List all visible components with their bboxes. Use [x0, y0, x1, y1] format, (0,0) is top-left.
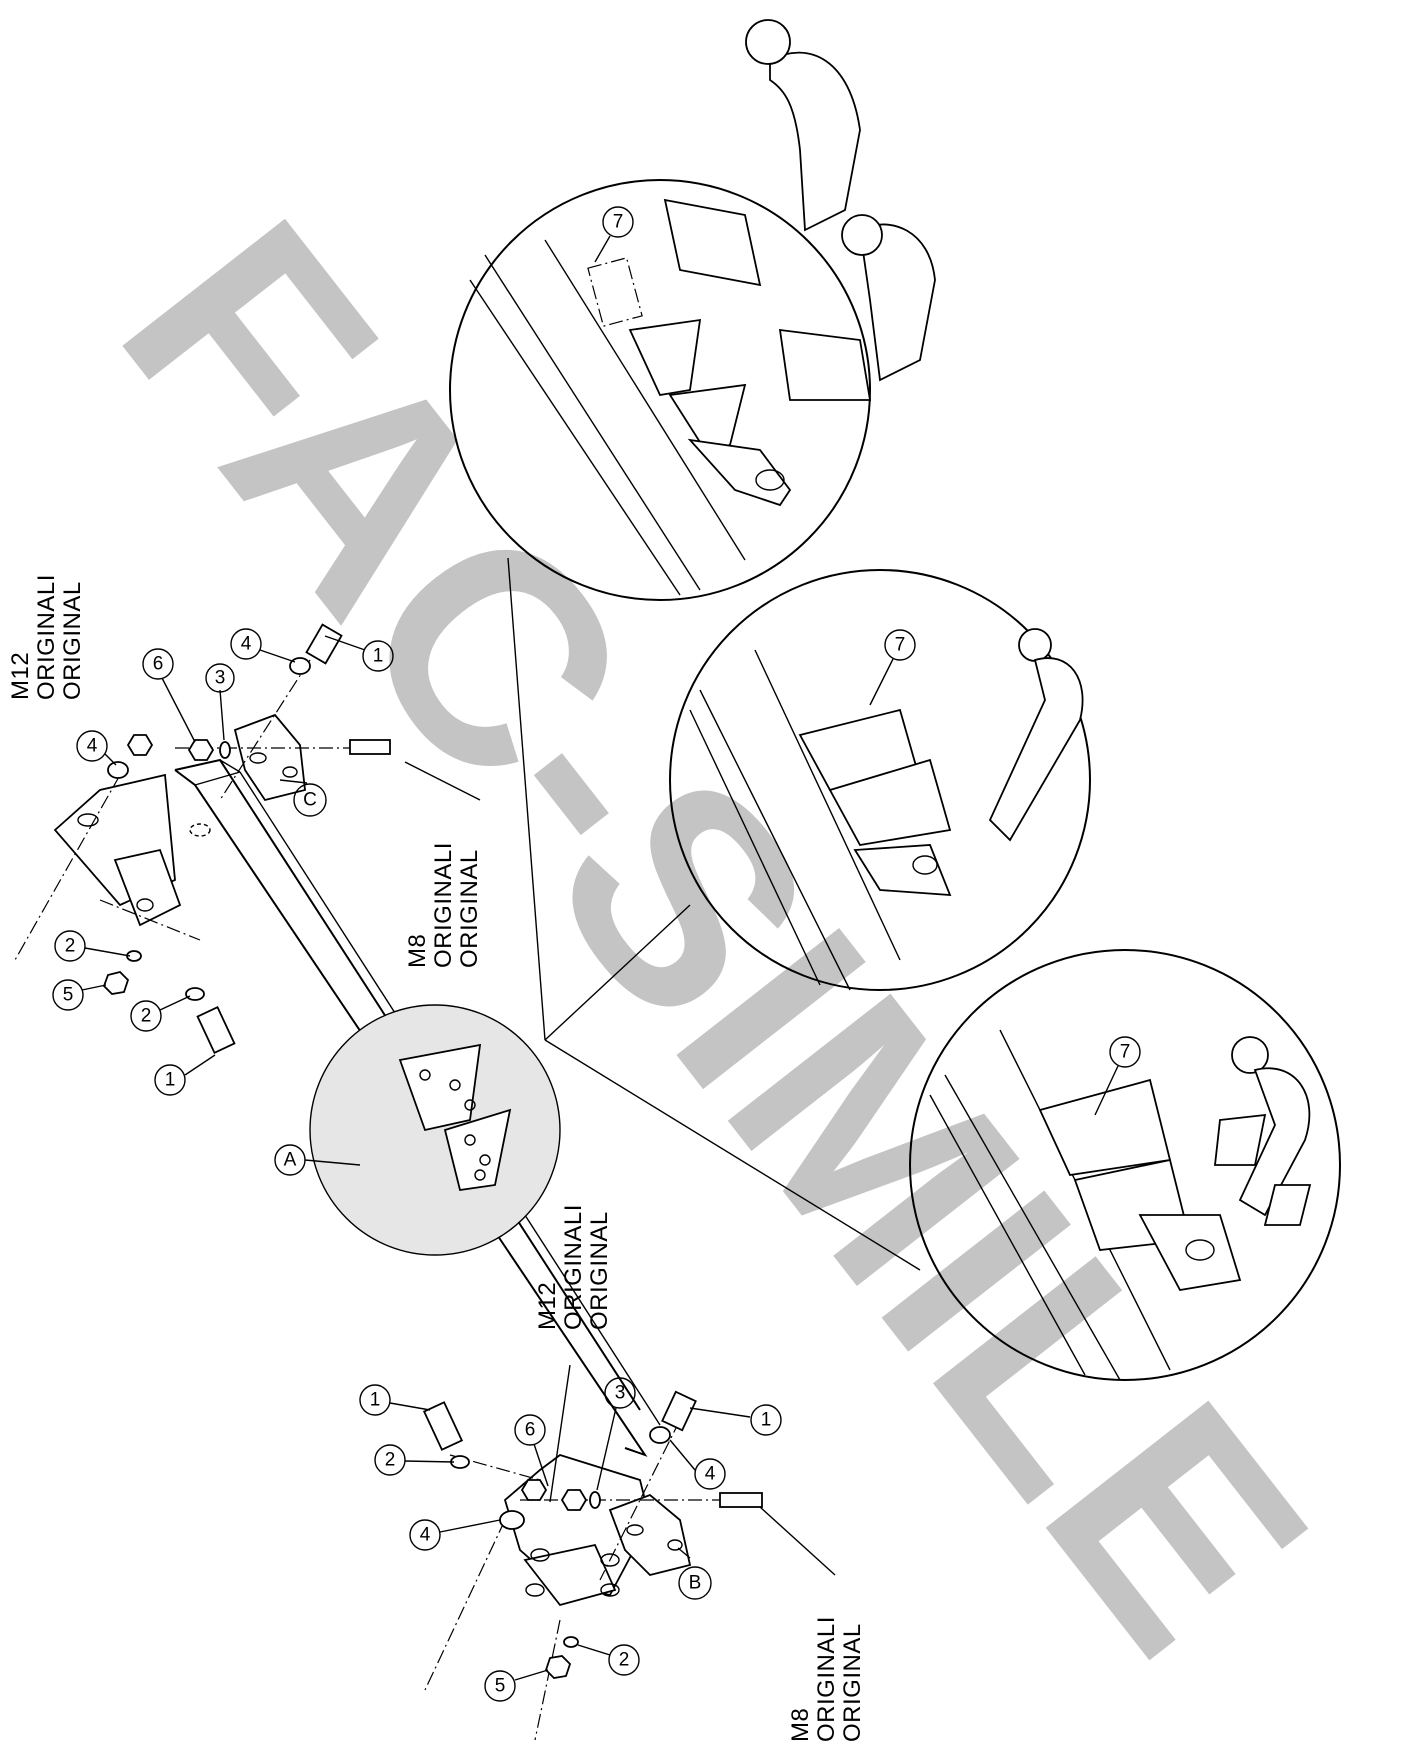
svg-text:6: 6: [525, 1420, 536, 1441]
note-m8-upper: M8 ORIGINALI ORIGINAL: [404, 842, 483, 968]
detail-view-3: 7: [909, 949, 1341, 1381]
svg-text:ORIGINALI: ORIGINALI: [430, 842, 457, 968]
svg-text:ORIGINAL: ORIGINAL: [839, 1623, 866, 1742]
callout-a: A: [274, 1144, 306, 1176]
bolt-1-left-lower: [196, 1006, 236, 1054]
svg-text:3: 3: [215, 668, 226, 689]
bolt-1-left-upper: [305, 623, 343, 665]
svg-text:3: 3: [615, 1383, 626, 1404]
zoom-region-bar: [309, 1004, 561, 1256]
callout-1-left-lower: 1: [154, 1064, 186, 1096]
washer-4-right-upper: [649, 1426, 671, 1444]
fasteners-left: [102, 623, 391, 1054]
svg-text:5: 5: [495, 1676, 506, 1697]
svg-text:M12: M12: [534, 1282, 561, 1330]
callout-6-left: 6: [142, 648, 174, 680]
callout-c: C: [293, 783, 327, 817]
callout-1-right-lower: 1: [359, 1384, 391, 1416]
svg-text:2: 2: [385, 1450, 396, 1471]
svg-text:7: 7: [1120, 1042, 1131, 1063]
svg-text:A: A: [284, 1150, 297, 1171]
callout-b: B: [678, 1566, 712, 1600]
leader-lines: [81, 635, 836, 1681]
callout-6-right: 6: [514, 1414, 546, 1446]
svg-text:C: C: [303, 790, 317, 811]
callout-2-right-upper: 2: [374, 1444, 406, 1476]
svg-text:4: 4: [705, 1464, 716, 1485]
washer-4-left-lower: [107, 761, 129, 779]
bracket-c: [14, 659, 390, 961]
bolt-1-right-upper: [661, 1390, 697, 1432]
detail-view-1: 7: [449, 19, 936, 601]
callout-2-left-a: 2: [54, 930, 86, 962]
bracket-b: [424, 1419, 760, 1741]
svg-text:B: B: [689, 1573, 702, 1594]
washer-3-left: [219, 741, 231, 759]
washer-4-right-lower: [499, 1510, 525, 1530]
svg-text:2: 2: [65, 936, 76, 957]
svg-text:6: 6: [153, 654, 164, 675]
callout-5-left: 5: [52, 979, 84, 1011]
washer-4-left-upper: [289, 657, 311, 675]
svg-text:ORIGINALI: ORIGINALI: [813, 1616, 840, 1742]
svg-text:M8: M8: [404, 934, 431, 968]
svg-text:M12: M12: [7, 652, 34, 700]
nut-5-left: [102, 971, 130, 995]
callout-1-right-upper: 1: [750, 1404, 782, 1436]
callout-7-top: [602, 206, 634, 238]
bolt-1-right-lower: [422, 1401, 464, 1451]
svg-text:1: 1: [165, 1070, 176, 1091]
svg-text:4: 4: [420, 1525, 431, 1546]
nut-m12-left: [126, 734, 154, 756]
m8-bolt-right: [719, 1492, 763, 1508]
svg-text:ORIGINALI: ORIGINALI: [33, 574, 60, 700]
callout-7-mid: [884, 629, 916, 661]
detail-view-2: 7: [669, 569, 1091, 991]
svg-text:ORIGINAL: ORIGINAL: [586, 1211, 613, 1330]
fasteners-right: [422, 1390, 763, 1679]
callout-2-right-lower: 2: [608, 1644, 640, 1676]
svg-text:4: 4: [241, 634, 252, 655]
svg-text:4: 4: [87, 736, 98, 757]
m8-bolt-left: [349, 739, 391, 755]
callout-7-bottom: [1109, 1036, 1141, 1068]
svg-text:7: 7: [613, 212, 624, 233]
callout-4-right-lower: 4: [409, 1519, 441, 1551]
nut-6-right: [560, 1489, 588, 1511]
svg-text:5: 5: [63, 985, 74, 1006]
projection-lines: [507, 557, 921, 1271]
svg-text:2: 2: [141, 1006, 152, 1027]
svg-text:ORIGINAL: ORIGINAL: [59, 581, 86, 700]
washer-3-right: [589, 1491, 601, 1509]
svg-text:M8: M8: [787, 1708, 814, 1742]
callout-4-right-upper: 4: [694, 1458, 726, 1490]
callout-3-right: 3: [604, 1377, 636, 1409]
svg-text:1: 1: [761, 1410, 772, 1431]
callouts: 1 4 3 6 C 4 2 5 2 1 A 1 2 4 6 3 1 4 B 2 …: [52, 628, 782, 1702]
svg-text:1: 1: [373, 646, 384, 667]
nut-5-right: [544, 1655, 572, 1679]
bar-mount-plates: [398, 1043, 512, 1192]
callout-2-left-b: 2: [130, 1000, 162, 1032]
callout-4-left-upper: 4: [230, 628, 262, 660]
callout-3-left: 3: [205, 663, 235, 693]
washer-2-left-b: [185, 987, 205, 1001]
note-m12-upper: M12 ORIGINALI ORIGINAL: [7, 574, 86, 700]
note-m8-lower: M8 ORIGINALI ORIGINAL: [787, 1616, 866, 1742]
callout-1-left-upper: 1: [362, 640, 394, 672]
nut-6-left: [187, 739, 215, 761]
svg-text:ORIGINALI: ORIGINALI: [560, 1204, 587, 1330]
svg-text:7: 7: [895, 635, 906, 656]
svg-text:1: 1: [370, 1390, 381, 1411]
nut-m12-right: [520, 1479, 548, 1501]
callout-5-right: 5: [484, 1670, 516, 1702]
callout-4-left-lower: 4: [76, 730, 108, 762]
note-m12-lower: M12 ORIGINALI ORIGINAL: [534, 1204, 613, 1330]
washer-2-right-lower: [563, 1636, 579, 1648]
svg-text:ORIGINAL: ORIGINAL: [456, 849, 483, 968]
svg-text:2: 2: [619, 1650, 630, 1671]
